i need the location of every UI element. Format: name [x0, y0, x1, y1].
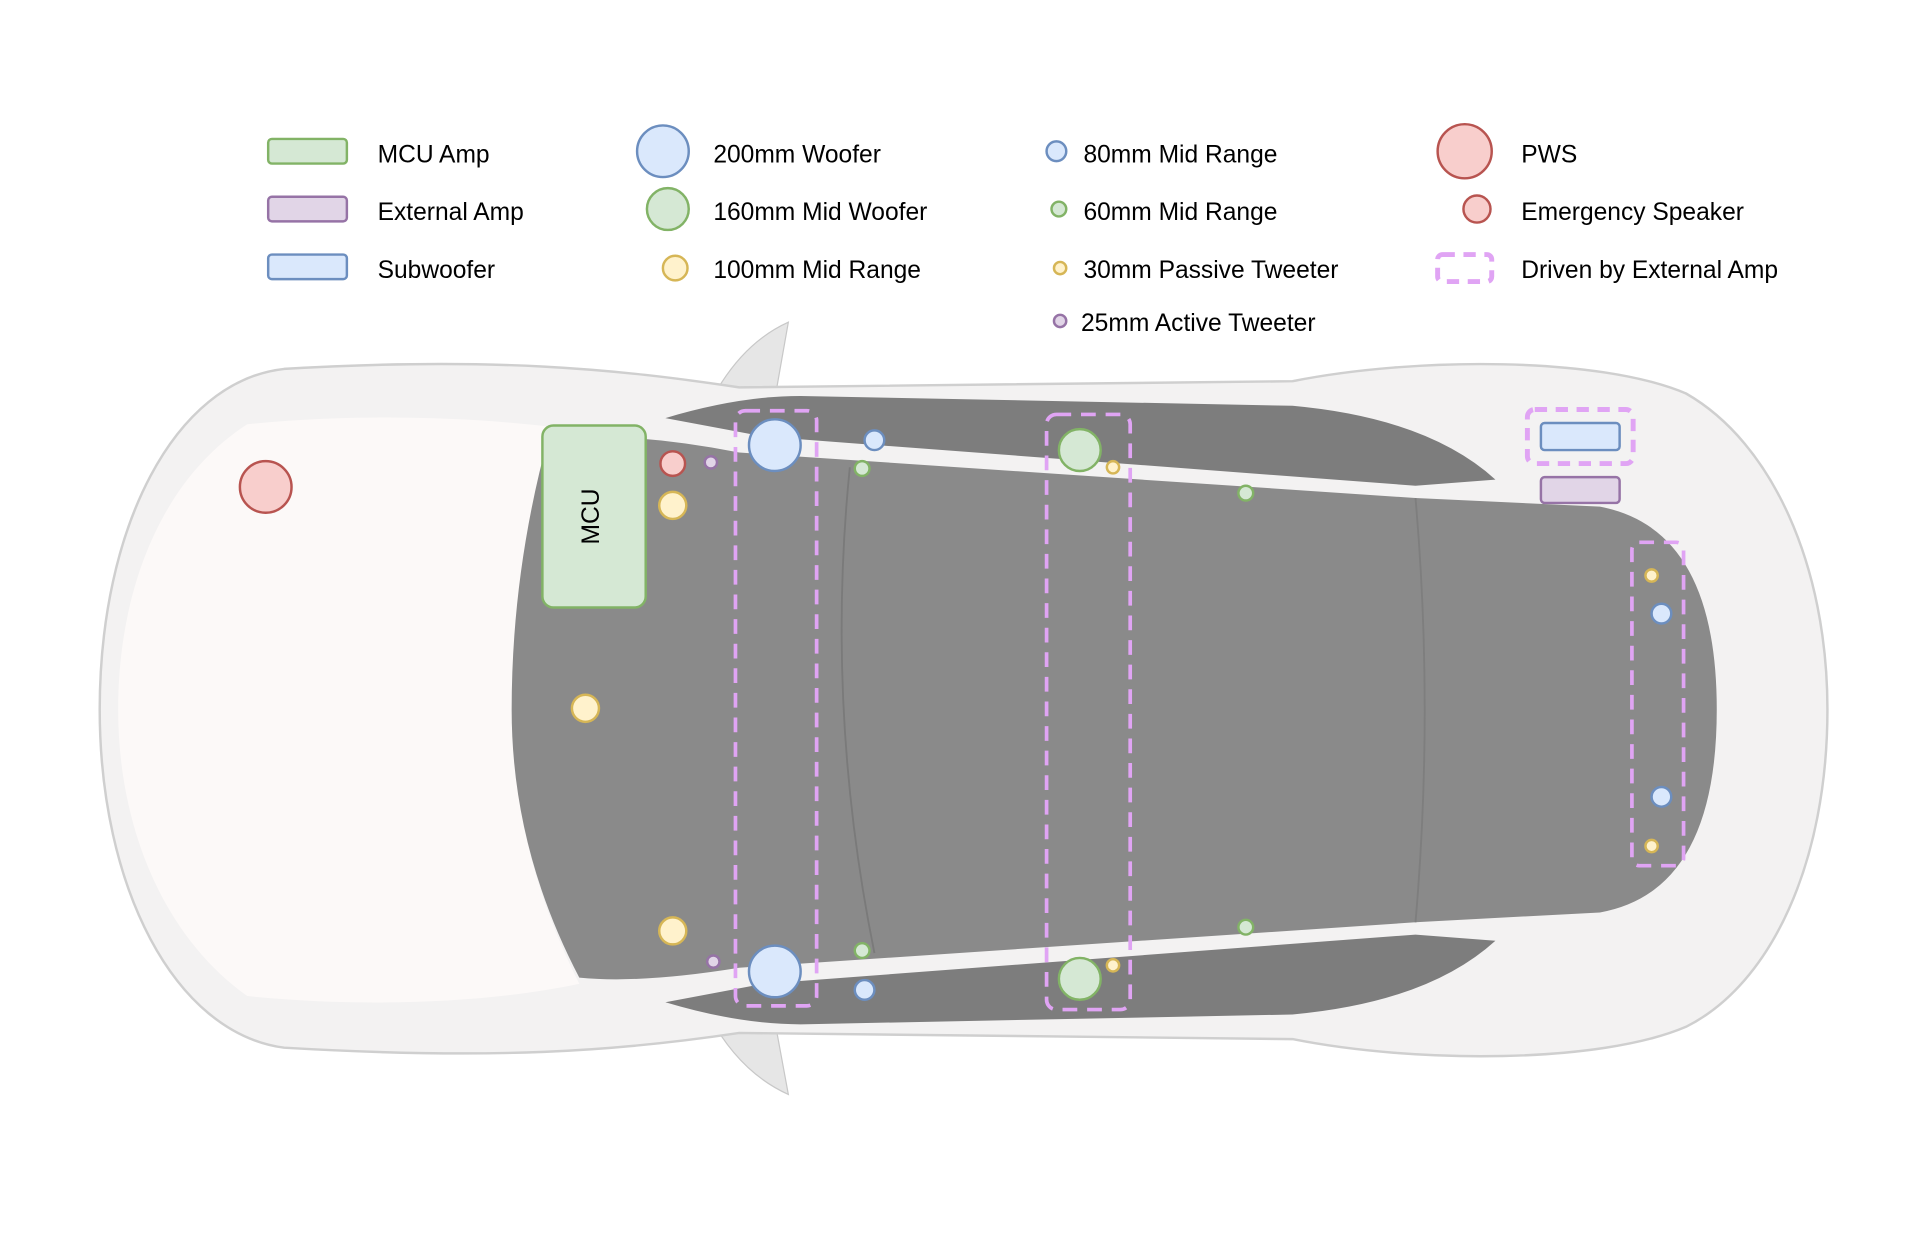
legend-swatch-80mm-mid-range [1045, 140, 1068, 163]
mid-range-60mm-pillar-right [1237, 918, 1255, 936]
legend-label-driven-by-external-amp: Driven by External Amp [1521, 257, 1778, 284]
legend-label-200mm-woofer: 200mm Woofer [713, 141, 881, 168]
legend-label-100mm-mid-range: 100mm Mid Range [713, 257, 921, 284]
legend-label-160mm-mid-woofer: 160mm Mid Woofer [713, 199, 927, 226]
legend-swatch-60mm-mid-range [1050, 200, 1068, 218]
mid-range-100mm-right [657, 916, 688, 946]
active-tweeter-front-right [705, 954, 721, 970]
mid-range-60mm-pillar-left [1237, 484, 1255, 502]
active-tweeter-front-left [703, 454, 719, 470]
legend-label-30mm-passive-tweeter: 30mm Passive Tweeter [1083, 257, 1338, 284]
roof-line [840, 467, 876, 954]
legend-label-pws: PWS [1521, 141, 1577, 168]
external-amp-zone-rear-doors [1044, 412, 1133, 1012]
mid-range-100mm-left [657, 490, 688, 521]
mid-range-80mm-rear-deck-right [1650, 785, 1673, 808]
legend-label-mcu-amp: MCU Amp [378, 141, 490, 168]
rear-deck-line [1414, 497, 1426, 923]
legend-label-external-amp: External Amp [378, 199, 524, 226]
legend-swatch-160mm-mid-woofer [645, 186, 690, 232]
mid-range-60mm-front-left [853, 459, 871, 478]
mid-range-100mm-center [570, 693, 601, 724]
legend-label-80mm-mid-range: 80mm Mid Range [1083, 141, 1277, 168]
legend-swatch-driven-by-external-amp [1435, 252, 1495, 285]
emergency-speaker [659, 450, 687, 478]
mid-range-80mm-rear-deck-left [1650, 602, 1673, 625]
legend: MCU Amp External Amp Subwoofer 200mm Woo… [266, 122, 1778, 337]
legend-swatch-200mm-woofer [635, 124, 690, 179]
legend-swatch-pws [1436, 122, 1493, 180]
mid-range-60mm-front-right [853, 941, 871, 960]
legend-label-25mm-active-tweeter: 25mm Active Tweeter [1081, 310, 1316, 337]
passive-tweeter-rear-left [1105, 459, 1121, 475]
passive-tweeter-rear-deck-right [1644, 838, 1659, 854]
legend-label-60mm-mid-range: 60mm Mid Range [1083, 199, 1277, 226]
subwoofer [1539, 421, 1621, 452]
glass-roof [511, 435, 1717, 980]
mid-woofer-160mm-rear-left [1057, 427, 1102, 473]
legend-swatch-mcu-amp [266, 137, 349, 165]
passive-tweeter-rear-deck-left [1644, 568, 1659, 583]
legend-label-subwoofer: Subwoofer [378, 257, 496, 284]
external-amp [1539, 475, 1621, 505]
legend-swatch-emergency-speaker [1462, 194, 1492, 224]
mid-range-80mm-front-left [863, 429, 886, 452]
woofer-200mm-front-right [747, 944, 802, 999]
mid-range-80mm-front-right [853, 978, 876, 1001]
legend-swatch-30mm-passive-tweeter [1052, 260, 1068, 276]
legend-swatch-subwoofer [266, 253, 349, 281]
mcu-amp-label: MCU [578, 488, 605, 544]
external-amp-zone-front-doors [733, 408, 819, 1008]
mid-woofer-160mm-rear-right [1057, 956, 1102, 1001]
hood [118, 417, 580, 1003]
external-amp-zone-subwoofer [1524, 407, 1636, 467]
legend-swatch-100mm-mid-range [661, 254, 689, 282]
legend-swatch-25mm-active-tweeter [1052, 313, 1068, 329]
passive-tweeter-rear-right [1105, 957, 1121, 973]
legend-swatch-external-amp [266, 195, 349, 223]
car-top-view [98, 321, 1829, 1096]
legend-label-emergency-speaker: Emergency Speaker [1521, 199, 1744, 226]
mcu-amp [541, 424, 647, 609]
pws-speaker [238, 459, 293, 515]
external-amp-zone-rear [1630, 540, 1686, 868]
woofer-200mm-front-left [747, 418, 802, 473]
